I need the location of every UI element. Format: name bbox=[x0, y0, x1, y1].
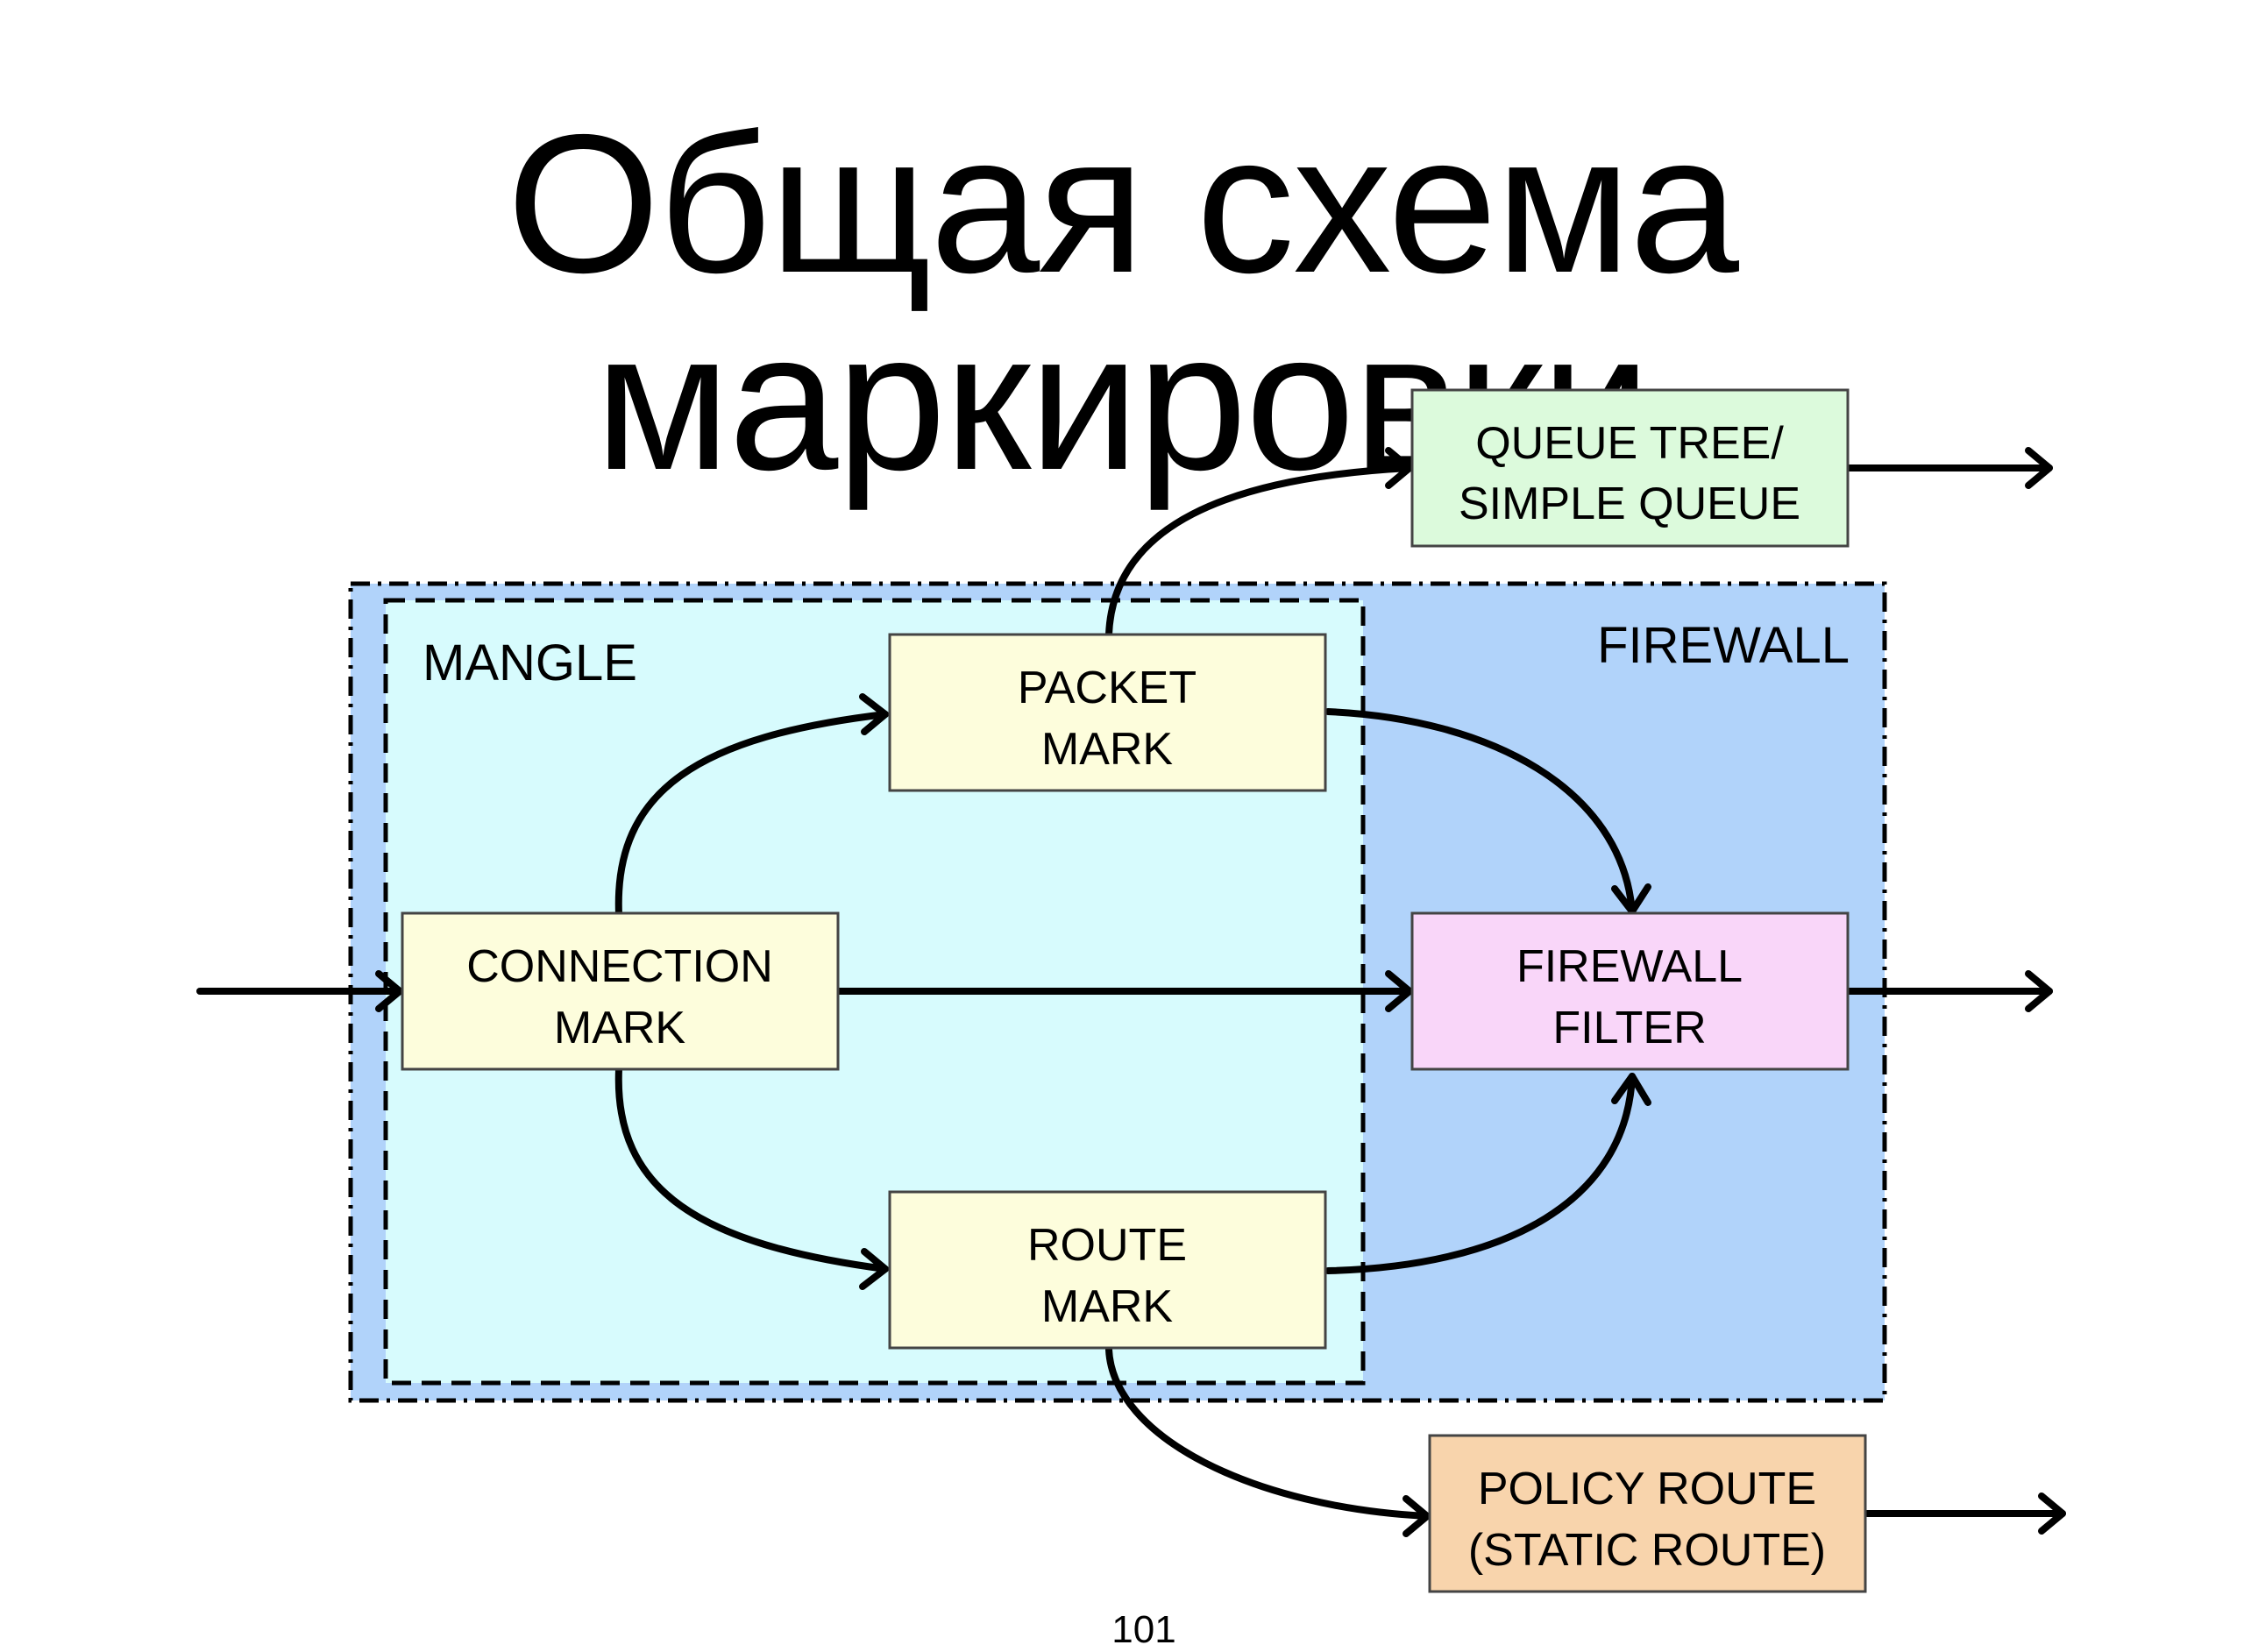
queue-tree-line1: QUEUE TREE/ bbox=[1475, 418, 1784, 469]
route-to-policy-arrowhead bbox=[1402, 1495, 1431, 1537]
page-number: 101 bbox=[1111, 1608, 1176, 1651]
route-mark-line1: ROUTE bbox=[1027, 1220, 1187, 1271]
mangle-region-label: MANGLE bbox=[423, 635, 637, 691]
connection-to-filter-arrowhead bbox=[1385, 970, 1413, 1012]
filter-output-arrowhead bbox=[2025, 970, 2053, 1012]
packet-to-queue-arrowhead bbox=[1385, 447, 1413, 489]
connection-mark-box: CONNECTION MARK bbox=[401, 911, 840, 1071]
route-to-filter-arrow bbox=[1324, 1073, 1636, 1274]
packet-mark-line2: MARK bbox=[1041, 724, 1174, 775]
connection-to-route-arrowhead bbox=[859, 1248, 889, 1290]
route-to-filter-arrowhead bbox=[1611, 1073, 1651, 1106]
packet-to-queue-arrow bbox=[1105, 464, 1413, 638]
policy-route-box: POLICY ROUTE (STATIC ROUTE) bbox=[1428, 1434, 1867, 1593]
route-to-policy-arrow bbox=[1105, 1346, 1431, 1520]
firewall-filter-line2: FILTER bbox=[1552, 1003, 1706, 1053]
connection-mark-line1: CONNECTION bbox=[466, 941, 773, 992]
queue-output-arrowhead bbox=[2025, 447, 2053, 489]
packet-mark-line1: PACKET bbox=[1018, 663, 1197, 713]
connection-mark-line2: MARK bbox=[554, 1003, 686, 1053]
packet-to-filter-arrow bbox=[1324, 708, 1636, 915]
connection-to-route-arrow bbox=[614, 1066, 889, 1273]
packet-mark-box: PACKET MARK bbox=[888, 633, 1327, 792]
route-mark-box: ROUTE MARK bbox=[888, 1190, 1327, 1350]
route-mark-line2: MARK bbox=[1041, 1281, 1174, 1332]
connection-to-packet-arrowhead bbox=[859, 693, 889, 735]
packet-to-filter-arrowhead bbox=[1611, 883, 1651, 915]
queue-tree-box: QUEUE TREE/ SIMPLE QUEUE bbox=[1410, 388, 1850, 548]
input-arrowhead bbox=[375, 970, 403, 1012]
firewall-filter-line1: FIREWALL bbox=[1516, 941, 1743, 992]
policy-route-line1: POLICY ROUTE bbox=[1478, 1464, 1816, 1514]
firewall-filter-box: FIREWALL FILTER bbox=[1410, 911, 1850, 1071]
queue-tree-line2: SIMPLE QUEUE bbox=[1459, 479, 1800, 529]
policy-route-line2: (STATIC ROUTE) bbox=[1468, 1525, 1826, 1576]
connection-to-packet-arrow bbox=[614, 711, 889, 918]
policy-output-arrowhead bbox=[2038, 1492, 2066, 1535]
firewall-region-label: FIREWALL bbox=[1597, 617, 1850, 674]
